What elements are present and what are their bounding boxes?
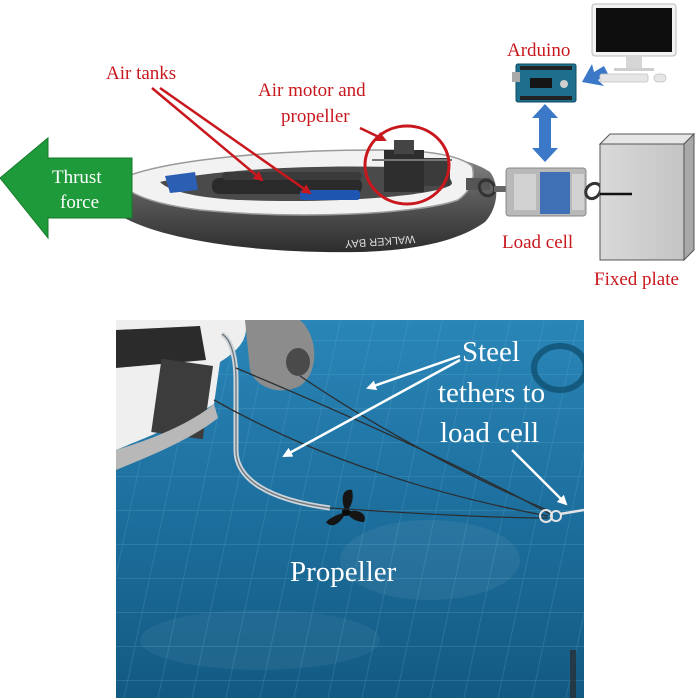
arduino-label: Arduino xyxy=(507,40,570,61)
air-tanks-pointer-1 xyxy=(151,87,264,182)
arduino-loadcell-link-arrow xyxy=(532,104,558,162)
air-motor-label-line1: Air motor and xyxy=(258,80,366,101)
bottom-panel-photo: Steel tethers to load cell Propeller xyxy=(116,320,584,698)
steel-tethers xyxy=(213,367,553,519)
top-panel: WALKER BAY Thrust force Air tanks Air mo… xyxy=(0,3,696,290)
steel-pointer-2 xyxy=(282,358,461,458)
air-motor-assembly xyxy=(372,140,452,192)
thrust-force-arrow: Thrust force xyxy=(0,136,133,240)
steel-pointer-3 xyxy=(511,449,568,506)
motor-housing xyxy=(116,326,206,368)
propeller-label: Propeller xyxy=(290,556,397,588)
air-tanks-pointer-2 xyxy=(159,86,312,195)
steel-pointer-1 xyxy=(366,354,461,391)
tether-shackle xyxy=(539,508,584,523)
computer-icon xyxy=(591,3,677,83)
thrust-label-line2: force xyxy=(60,192,99,213)
steel-label-line1: Steel xyxy=(462,336,520,368)
boat-side-text: WALKER BAY xyxy=(344,233,416,250)
fixed-plate xyxy=(598,132,696,262)
blue-mount xyxy=(165,172,198,193)
steel-label-line3: load cell xyxy=(440,417,539,449)
inflatable-boat: WALKER BAY xyxy=(105,140,497,253)
fixed-plate-label: Fixed plate xyxy=(594,269,679,290)
air-tank-2 xyxy=(222,172,362,180)
thrust-label-line1: Thrust xyxy=(52,167,102,188)
load-cell-label: Load cell xyxy=(502,232,573,253)
motor-highlight-circle xyxy=(363,124,451,206)
arduino-board xyxy=(512,63,577,103)
air-tanks-label: Air tanks xyxy=(106,63,176,84)
air-motor-label-line2: propeller xyxy=(281,106,350,127)
steel-label-line2: tethers to xyxy=(438,377,545,409)
air-motor-pointer xyxy=(359,126,387,142)
arduino-computer-link-arrow xyxy=(582,64,608,86)
propeller xyxy=(326,489,365,526)
blue-plate xyxy=(300,190,360,200)
load-cell xyxy=(477,167,631,217)
